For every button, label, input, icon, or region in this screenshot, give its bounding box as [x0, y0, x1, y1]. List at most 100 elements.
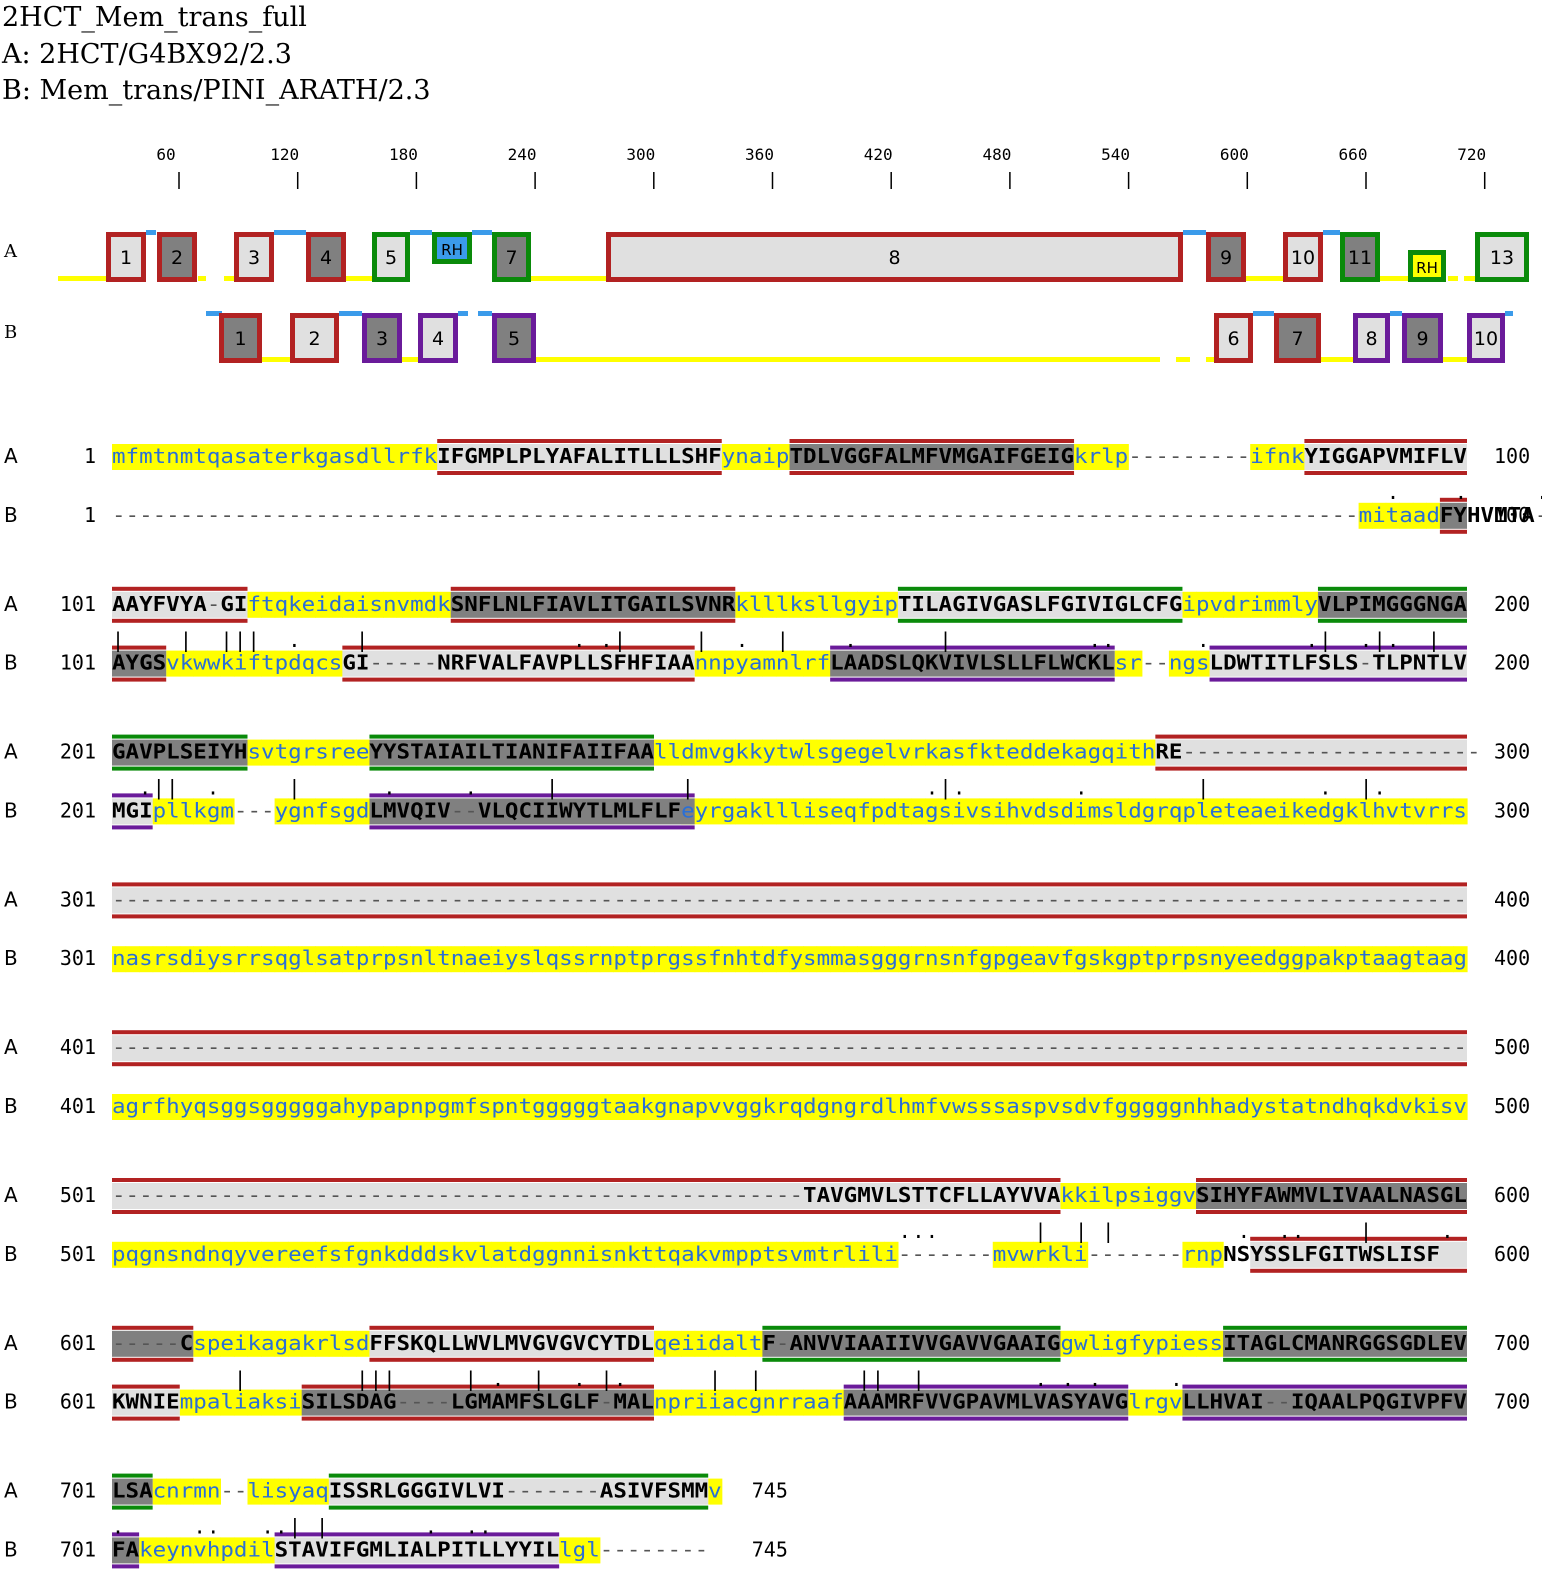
alignment-a-loop-bg	[206, 444, 221, 470]
alignment-a-tm-bg	[112, 739, 248, 766]
alignment-a-loop-bg	[274, 444, 289, 470]
alignment-a-loop-bg	[721, 739, 736, 766]
alignment-start-b: 601	[60, 1390, 96, 1414]
alignment-a-loop-bg	[870, 591, 885, 618]
alignment-a-tm-border-bottom	[897, 618, 1183, 623]
alignment-end-b: 745	[752, 1537, 788, 1561]
alignment-a-tm-border-top	[1223, 1325, 1467, 1330]
alignment-a-tm-border-bottom	[762, 1357, 1061, 1362]
alignment-b-loop-bg	[166, 650, 181, 677]
alignment-b-loop-bg	[884, 798, 899, 825]
alignment-b-tm-border-top	[112, 645, 167, 650]
alignment-b-loop-bg	[220, 798, 235, 825]
alignment-b-tm-border-bottom	[342, 677, 695, 682]
alignment-b-loop-bg	[1223, 798, 1238, 825]
alignment-a-tm-border-top	[450, 586, 736, 591]
alignment-b-loop-bg	[1128, 798, 1143, 825]
alignment-a-loop-bg	[152, 444, 167, 470]
alignment-end-a: 300	[1494, 740, 1530, 764]
alignment-a-tm-border-bottom	[369, 1357, 654, 1362]
alignment-a-loop-bg	[1196, 591, 1211, 618]
alignment-a-loop-bg	[1182, 591, 1197, 618]
alignment-b-loop-bg	[261, 650, 276, 677]
topology-a-segment-box	[606, 232, 1183, 282]
alignment-b-loop-bg	[1304, 798, 1319, 825]
alignment-end-a: 400	[1494, 887, 1530, 911]
alignment-a-loop-bg	[369, 444, 384, 470]
alignment-b-loop-bg	[762, 650, 777, 677]
alignment-b-loop-bg	[1358, 798, 1373, 825]
alignment-a-loop-bg	[748, 444, 763, 470]
scale-tick-label: 540	[1101, 145, 1130, 164]
topology-b-segment-label: 3	[376, 328, 388, 350]
alignment-a-loop-bg	[247, 739, 262, 766]
topology-a-connector	[1448, 276, 1458, 281]
alignment-b-loop-bg	[1141, 798, 1156, 825]
alignment-b-loop-bg	[139, 946, 154, 973]
alignment-a-loop-bg	[1250, 444, 1265, 470]
alignment-b-loop-bg	[1345, 798, 1360, 825]
alignment-a-loop-bg	[220, 444, 235, 470]
alignment-b-loop-bg	[654, 946, 669, 973]
alignment-a-tm-border-bottom	[112, 1505, 153, 1510]
alignment-b-loop-bg	[572, 946, 587, 973]
alignment-row-label-b: B	[4, 1537, 18, 1561]
scale-tick-label: 360	[745, 145, 774, 164]
topology-b-segment: 6	[1214, 313, 1253, 363]
alignment-end-b: 600	[1494, 1242, 1530, 1266]
alignment-b-tm-bg	[342, 650, 695, 677]
alignment-b-loop-bg	[437, 946, 452, 973]
alignment-start-a: 301	[60, 887, 96, 911]
alignment-a-loop-bg	[857, 591, 872, 618]
alignment-b-loop-bg	[464, 946, 479, 973]
alignment-start-a: 601	[60, 1331, 96, 1355]
topology-b-segment-box	[219, 313, 262, 363]
topology-a-segment-label: 2	[171, 247, 183, 269]
alignment-b-loop-bg	[816, 798, 831, 825]
alignment-a-tm-border-top	[112, 882, 1467, 887]
alignment-a-loop-bg	[233, 444, 249, 470]
alignment-a-loop-bg	[410, 591, 425, 618]
alignment-b-tm-border-top	[369, 793, 695, 798]
alignment-b-sequence: AYGSvkwwkiftpdqcsGI-----NRFVALFAVPLLSFHF…	[112, 651, 1467, 675]
topology-a-segment-box	[432, 232, 472, 264]
topology-b-segment-label: 9	[1416, 328, 1428, 350]
alignment-a-loop-bg	[1223, 591, 1238, 618]
alignment-b-loop-bg	[355, 946, 371, 973]
topology-b-segment-box	[1467, 313, 1505, 363]
topology-b-connector	[1206, 357, 1214, 362]
alignment-b-loop-bg	[274, 946, 289, 973]
alignment-b-loop-bg	[288, 650, 303, 677]
topology-b-segment-label: 7	[1291, 328, 1303, 350]
alignment-b-tm-bg	[1209, 650, 1467, 677]
alignment-b-loop-bg	[342, 946, 357, 973]
topology-b-segment-box	[1274, 313, 1321, 363]
topology-b-segment-box	[290, 313, 339, 363]
alignment-b-loop-bg	[1317, 798, 1333, 825]
alignment-b-loop-bg	[328, 650, 343, 677]
alignment-a-tm-border-top	[112, 734, 248, 739]
alignment-b-loop-bg	[193, 798, 208, 825]
alignment-b-tm-border-top	[112, 793, 153, 798]
alignment-a-tm-bg	[1317, 591, 1467, 618]
alignment-b-loop-bg	[450, 946, 465, 973]
alignment-b-loop-bg	[965, 798, 980, 825]
alignment-b-loop-bg	[1453, 798, 1468, 825]
alignment-a-tm-border-top	[897, 586, 1183, 591]
topology-b-segment-box	[1402, 313, 1443, 363]
alignment-b-loop-bg	[274, 798, 289, 825]
alignment-b-loop-bg	[179, 798, 194, 825]
alignment-a-tm-border-top	[112, 1030, 1467, 1035]
alignment-a-loop-bg	[830, 591, 845, 618]
alignment-b-sequence: ----------------------------------------…	[112, 503, 1542, 527]
alignment-b-loop-bg	[247, 650, 262, 677]
alignment-b-loop-bg	[830, 798, 845, 825]
alignment-a-loop-bg	[437, 591, 452, 618]
alignment-a-loop-bg	[383, 591, 398, 618]
alignment-match-line: ... | | | . .. | .	[112, 1219, 1453, 1243]
alignment-a-loop-bg	[166, 444, 181, 470]
alignment-b-tm-border-bottom	[301, 1416, 654, 1421]
topology-b-segment-label: 8	[1365, 328, 1377, 350]
alignment-b-loop-bg	[288, 798, 303, 825]
